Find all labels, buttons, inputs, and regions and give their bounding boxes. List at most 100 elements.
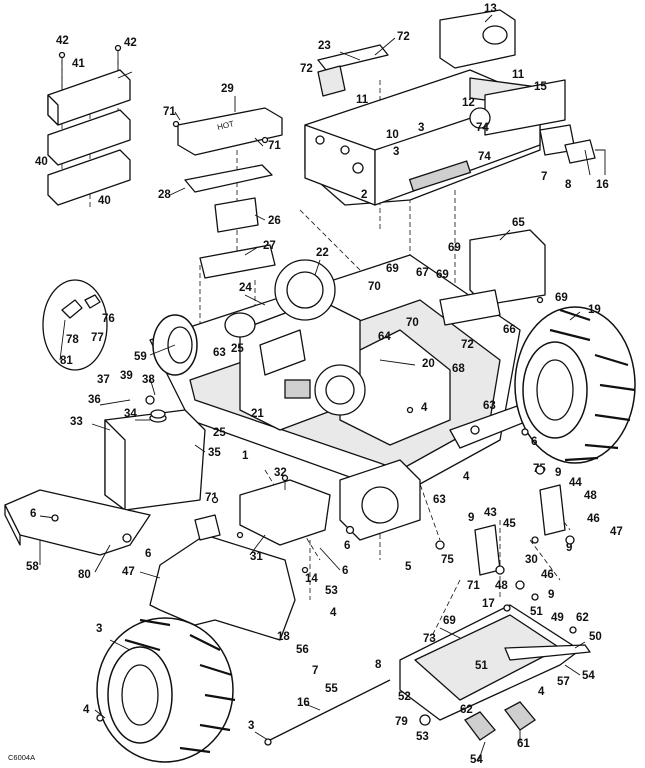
footrest-platform (399, 604, 591, 721)
callout-34: 34 (124, 408, 137, 420)
callout-51a: 17 (482, 598, 495, 610)
callout-15: 15 (534, 81, 547, 93)
callout-36: 36 (88, 394, 101, 406)
callout-69e: 4 (330, 607, 337, 619)
callout-53a: 9 (548, 589, 554, 601)
callout-68: 68 (452, 363, 465, 375)
callout-38: 38 (142, 374, 155, 386)
callout-9b: 9 (468, 512, 474, 524)
linkage-rod (269, 679, 391, 741)
callout-40a: 40 (35, 156, 48, 168)
callout-70b: 70 (406, 317, 419, 329)
callout-71b: 71 (268, 140, 281, 152)
callout-48a: 48 (584, 490, 597, 502)
callout-3c: 62 (576, 612, 589, 624)
pedals (464, 701, 536, 741)
callout-1: 1 (242, 450, 249, 462)
right-rear-tire (514, 306, 636, 464)
hardware-bolts (51, 44, 577, 746)
left-front-tire (96, 617, 236, 763)
callout-45: 45 (503, 518, 516, 530)
callout-13: 13 (484, 3, 497, 15)
callout-11a: 11 (356, 94, 369, 106)
callout-79: 4 (83, 704, 90, 716)
callout-20: 20 (422, 358, 435, 370)
callout-8a: 8 (565, 179, 572, 191)
callout-48b: 71 (467, 580, 480, 592)
callout-37: 37 (97, 374, 110, 386)
callout-7a: 7 (541, 171, 547, 183)
callout-12: 12 (462, 97, 475, 109)
left-fender (149, 514, 296, 641)
callout-11b: 11 (512, 69, 525, 81)
callout-80: 80 (78, 569, 91, 581)
callout-3b: 3 (393, 146, 399, 158)
callout-27: 27 (263, 240, 276, 252)
callout-14: 47 (122, 566, 135, 578)
tank-tray (4, 489, 151, 556)
callout-leaders (39, 14, 586, 763)
callout-30: 6 (342, 565, 348, 577)
callout-62b: 79 (395, 716, 408, 728)
callout-23: 23 (318, 40, 331, 52)
callout-16b: 55 (325, 683, 338, 695)
callout-16a: 16 (596, 179, 609, 191)
center-bracket (239, 475, 331, 546)
callout-40b: 40 (98, 195, 111, 207)
callout-39: 39 (120, 370, 133, 382)
callout-58: 58 (26, 561, 39, 573)
callout-50: 73 (423, 633, 436, 645)
callout-75b: 75 (441, 554, 454, 566)
callout-47b: 46 (541, 569, 554, 581)
callout-10: 10 (386, 129, 399, 141)
callout-42a: 42 (56, 35, 69, 47)
fuel-tank (104, 409, 206, 511)
callout-61b: 61 (517, 738, 530, 750)
callout-25b: 25 (213, 427, 226, 439)
callout-42b: 42 (124, 37, 137, 49)
callout-54a: 57 (557, 676, 570, 688)
callout-41: 41 (72, 58, 85, 70)
callout-56: 50 (589, 631, 602, 643)
callout-9c: 9 (566, 542, 572, 554)
callout-4d: 51 (475, 660, 488, 672)
callout-49: 69 (443, 615, 456, 627)
callout-8b: 7 (312, 665, 318, 677)
callout-69a: 69 (448, 242, 461, 254)
callout-19: 19 (588, 304, 601, 316)
callout-81: 81 (60, 355, 73, 367)
dash-frame-assembly (304, 69, 606, 206)
callout-74a: 74 (476, 122, 489, 134)
callout-57: 4 (538, 686, 545, 698)
callout-63b: 63 (483, 400, 496, 412)
heat-shield-panels: HOT (177, 107, 283, 279)
callout-62a: 49 (551, 612, 564, 624)
callout-78: 78 (66, 334, 79, 346)
callout-43: 43 (484, 507, 497, 519)
callout-67: 67 (416, 267, 429, 279)
callout-25a: 25 (231, 343, 244, 355)
axle-brackets (474, 484, 566, 576)
callout-72c: 72 (461, 339, 474, 351)
battery-box (439, 229, 546, 326)
callout-77: 77 (91, 332, 104, 344)
callout-44: 44 (569, 477, 582, 489)
callout-4b: 4 (463, 471, 470, 483)
callout-61a: 54 (470, 754, 483, 766)
callout-46a: 46 (587, 513, 600, 525)
callout-47a: 47 (610, 526, 623, 538)
callout-9d: 48 (495, 580, 508, 592)
drawing-id-label: C6004A (8, 753, 35, 762)
callout-66: 66 (503, 324, 516, 336)
callout-70a: 70 (368, 281, 381, 293)
callout-51b: 8 (375, 659, 382, 671)
callout-6a: 6 (531, 436, 537, 448)
callout-22: 22 (316, 247, 329, 259)
callout-69d: 69 (555, 292, 568, 304)
callout-71d: 14 (305, 573, 318, 585)
callout-2: 2 (361, 189, 367, 201)
callout-74b: 74 (478, 151, 491, 163)
hose-inset (42, 279, 108, 371)
callout-18: 3 (96, 623, 102, 635)
